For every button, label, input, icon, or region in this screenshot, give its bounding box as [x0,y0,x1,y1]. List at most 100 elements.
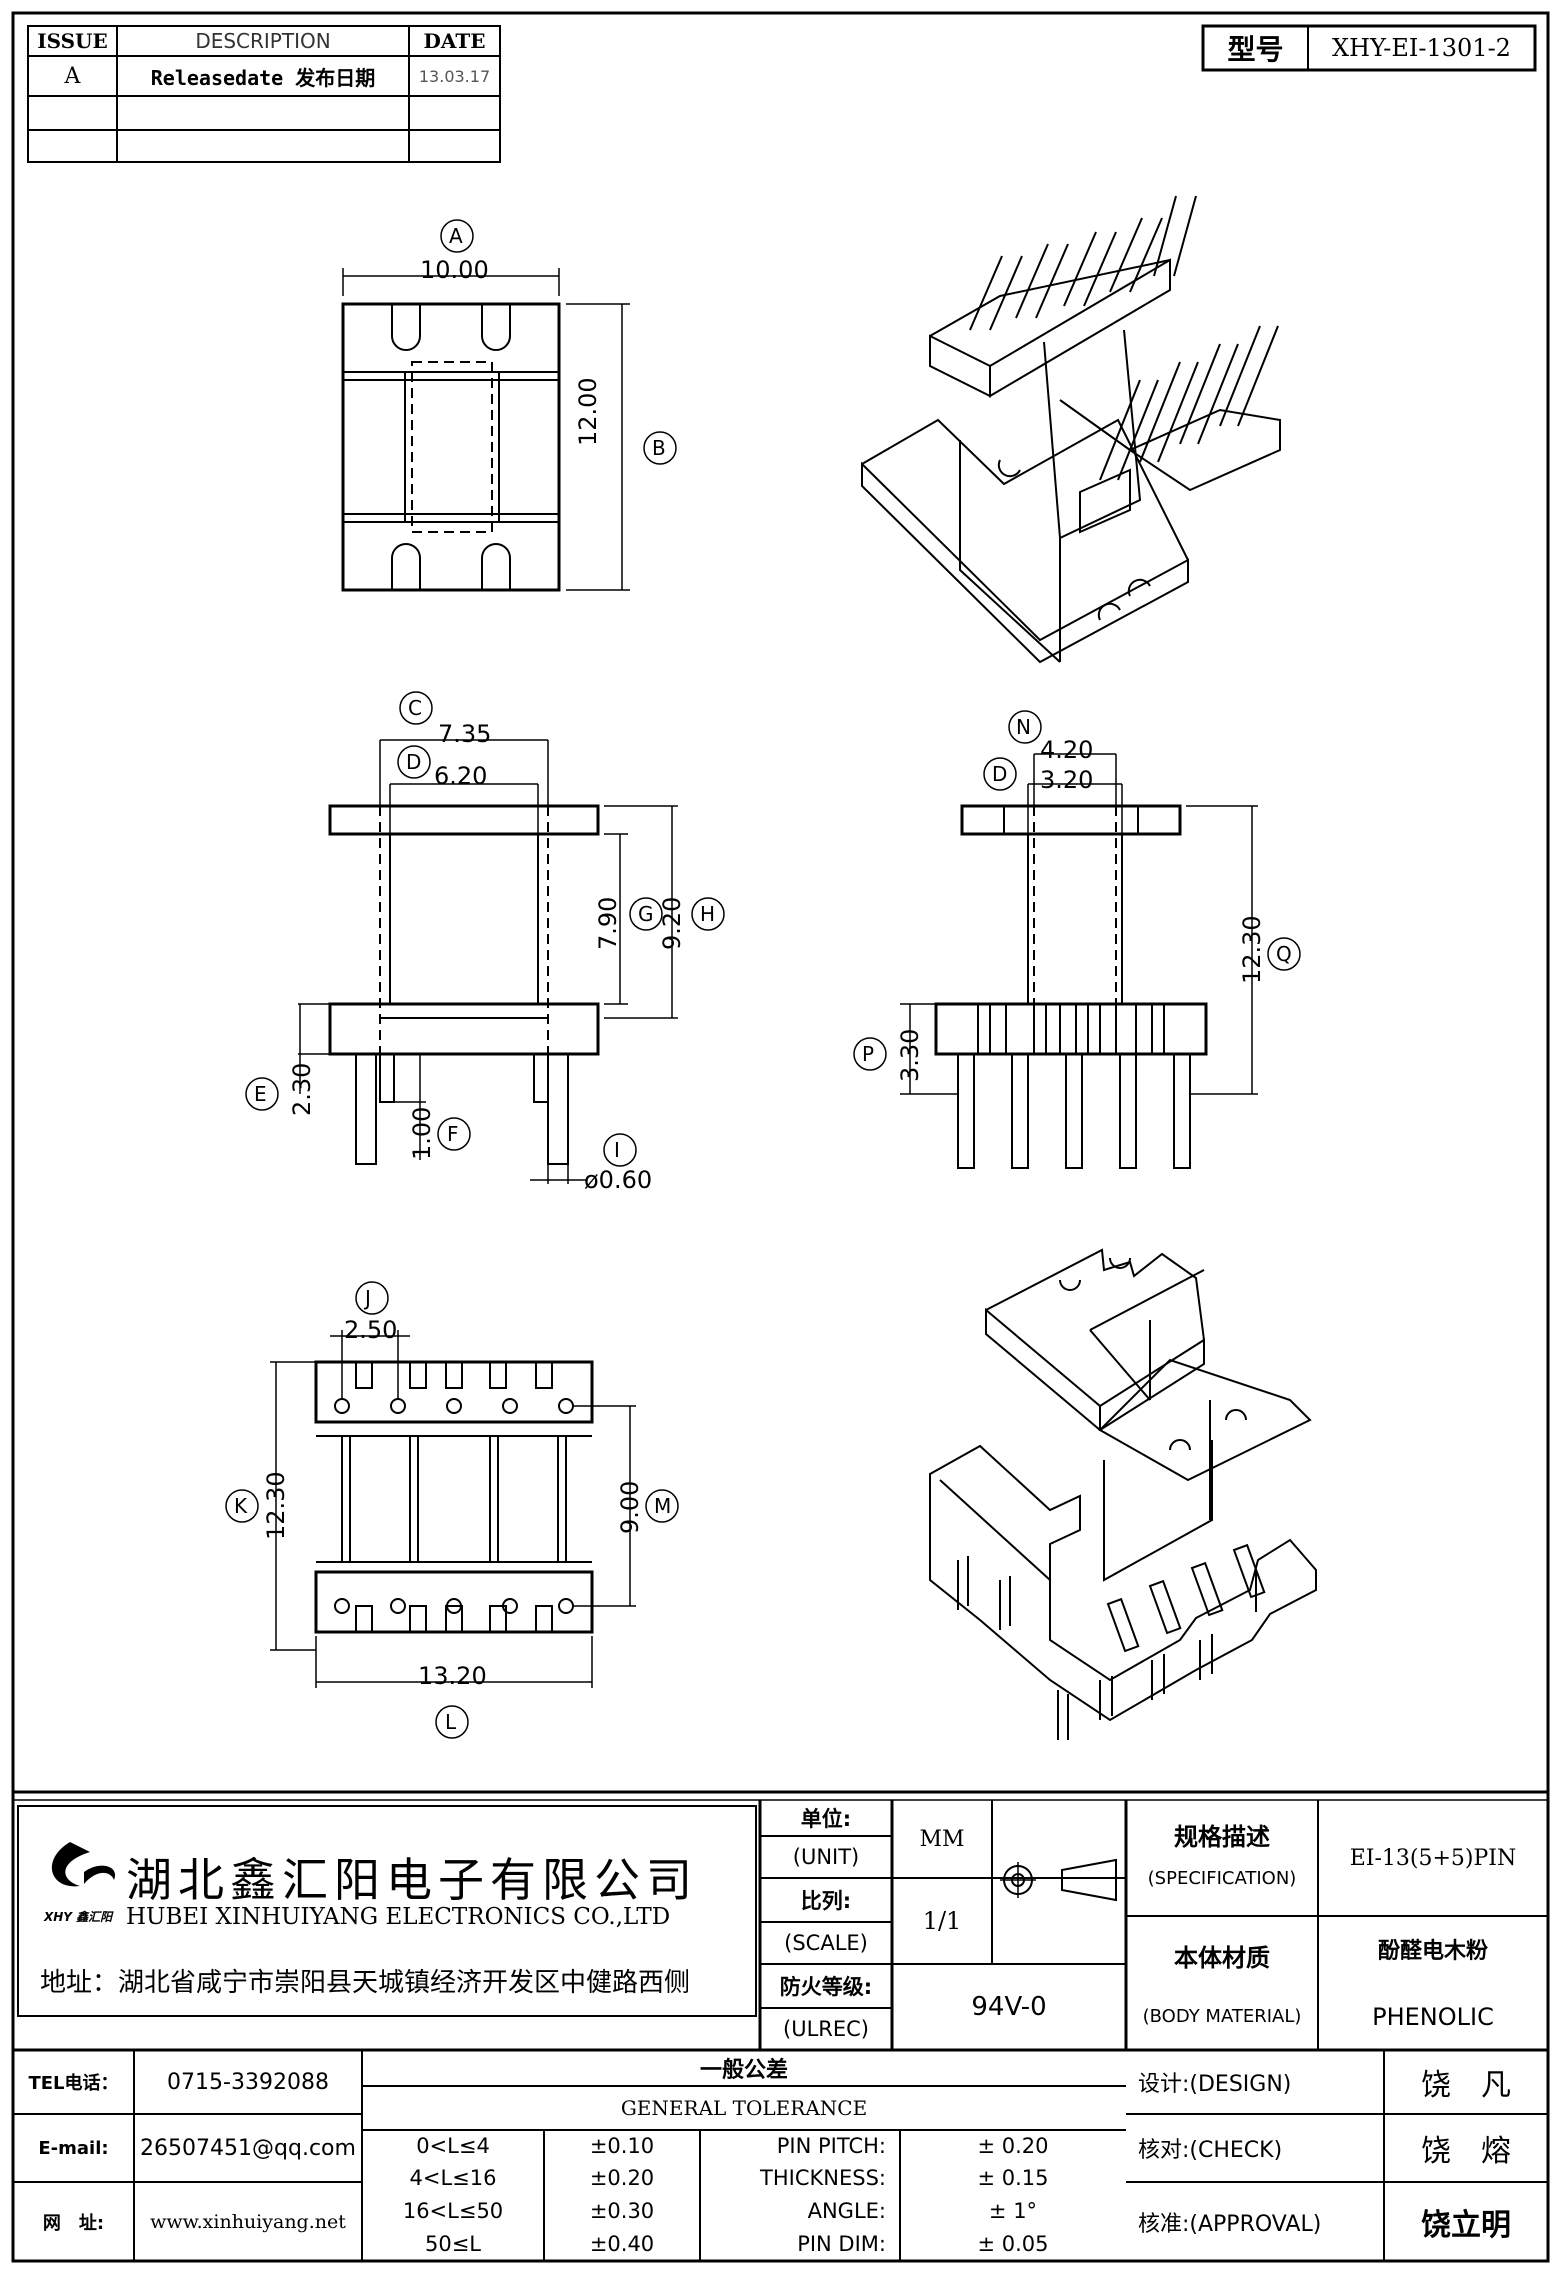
side-view [853,710,1301,1169]
dim-label-f: F [447,1122,459,1146]
dim-value-d: 6.20 [434,762,488,790]
spec-value: EI-13(5+5)PIN [1349,1845,1517,1871]
dim-value-j: 2.50 [344,1316,398,1344]
dim-value-f: 1.00 [408,1106,436,1160]
design-value: 饶 凡 [1421,2068,1511,2103]
logo-text: XHY 鑫汇阳 [44,1910,113,1924]
projection-symbol [1000,1858,1117,1902]
part-number: XHY-EI-1301-2 [1332,34,1511,62]
dim-label-n: N [1016,715,1031,739]
dim-label-k: K [234,1494,248,1518]
tolerance-range-value: ±0.40 [589,2232,655,2256]
ul-label-en: (ULREC) [783,2017,869,2041]
spec-label-en: (SPECIFICATION) [1147,1867,1297,1889]
material-label-cn: 本体材质 [1174,1943,1270,1972]
dim-label-c: C [408,696,422,720]
tel-value: 0715-3392088 [167,2069,329,2095]
company-logo [51,1842,116,1887]
dim-value-e: 2.30 [288,1062,316,1116]
dim-label-h: H [700,902,716,926]
dim-value-l: 13.20 [418,1662,487,1690]
tel-label: TEL电话： [28,2073,119,2094]
date-header: DATE [423,29,486,53]
ul-value: 94V-0 [971,1992,1047,2022]
tolerance-range-value: ±0.20 [589,2166,655,2190]
issue-value: A [64,63,81,89]
top-view [341,219,677,592]
dim-value-k: 12.30 [262,1471,290,1540]
dim-label-i: I [614,1138,620,1162]
dim-value-h: 9.20 [658,896,686,950]
unit-label-en: (UNIT) [792,1845,860,1869]
scale-value: 1/1 [922,1907,962,1935]
material-label-en: (BODY MATERIAL) [1142,2005,1302,2027]
approval-label: 核准:(APPROVAL) [1138,2211,1322,2237]
check-value: 饶 熔 [1421,2134,1511,2169]
material-value-cn: 酚醛电木粉 [1377,1939,1488,1964]
material-value-en: PHENOLIC [1372,2003,1494,2031]
dim-value-c: 7.35 [438,720,492,748]
email-label: E-mail: [38,2137,109,2159]
web-label: 网 址: [42,2212,105,2234]
tolerance-item: PIN PITCH: [776,2134,886,2158]
unit-value: MM [919,1826,965,1852]
tolerance-range: 4<L≤16 [409,2166,497,2190]
check-label: 核对:(CHECK) [1138,2138,1283,2163]
scale-label-en: (SCALE) [784,1931,868,1955]
bottom-view [225,1281,679,1739]
tolerance-item: THICKNESS: [760,2166,886,2190]
dim-label-e: E [254,1082,267,1106]
iso-view-bottom [929,1248,1317,1740]
part-number-box [1201,24,1537,72]
dim-label-m: M [654,1494,672,1518]
title-block-grid [13,1790,1548,2261]
part-label: 型号 [1227,33,1284,66]
description-value: Releasedate 发布日期 [150,65,376,90]
spec-label-cn: 规格描述 [1174,1822,1270,1851]
web-value: www.xinhuiyang.net [150,2210,346,2233]
revision-table-grid [27,25,501,163]
front-view [245,691,725,1184]
tolerance-item-value: ± 0.20 [977,2134,1049,2158]
scale-label-cn: 比列: [800,1889,852,1913]
drawing-frame [11,11,1550,2263]
tolerance-title-en: GENERAL TOLERANCE [620,2096,868,2120]
tolerance-item-value: ± 1° [988,2198,1038,2223]
design-label: 设计:(DESIGN) [1138,2072,1292,2097]
tolerance-range: 50≤L [424,2232,482,2256]
iso-view-top [861,195,1281,664]
company-name-en: HUBEI XINHUIYANG ELECTRONICS CO.,LTD [126,1904,671,1930]
dim-label-g: G [638,902,654,926]
email-value: 26507451@qq.com [140,2135,356,2161]
dim-value-a: 10.00 [420,256,489,284]
dim-value-g: 7.90 [594,896,622,950]
dim-value-p: 3.30 [896,1028,924,1082]
company-address: 地址：湖北省咸宁市崇阳县天城镇经济开发区中健路西侧 [40,1968,691,1998]
dim-value-n: 4.20 [1040,736,1094,764]
dim-label-a: A [449,224,463,248]
dim-label-b: B [652,436,666,460]
tolerance-item: ANGLE: [807,2198,886,2223]
dim-label-l: L [445,1710,457,1734]
tolerance-title-cn: 一般公差 [699,2058,788,2083]
dim-label-q: Q [1276,942,1292,966]
dim-value-b: 12.00 [574,377,602,446]
dim-label-d: D [406,750,422,774]
dim-label-p: P [862,1042,875,1066]
tolerance-range: 0<L≤4 [416,2134,490,2158]
date-value: 13.03.17 [418,66,491,86]
dim-value-d2: 3.20 [1040,766,1094,794]
dim-label-j: J [365,1286,371,1310]
ul-label-cn: 防火等级: [779,1975,873,1999]
unit-label-cn: 单位: [800,1807,852,1831]
tolerance-range: 16<L≤50 [402,2198,504,2223]
dim-value-m: 9.00 [616,1480,644,1534]
dim-label-d2: D [992,762,1008,786]
issue-header: ISSUE [37,29,108,53]
description-header: DESCRIPTION [195,29,331,53]
tolerance-item: PIN DIM: [797,2232,886,2256]
tolerance-range-value: ±0.10 [589,2134,655,2158]
dim-value-q: 12.30 [1238,915,1266,984]
tolerance-range-value: ±0.30 [589,2198,655,2223]
